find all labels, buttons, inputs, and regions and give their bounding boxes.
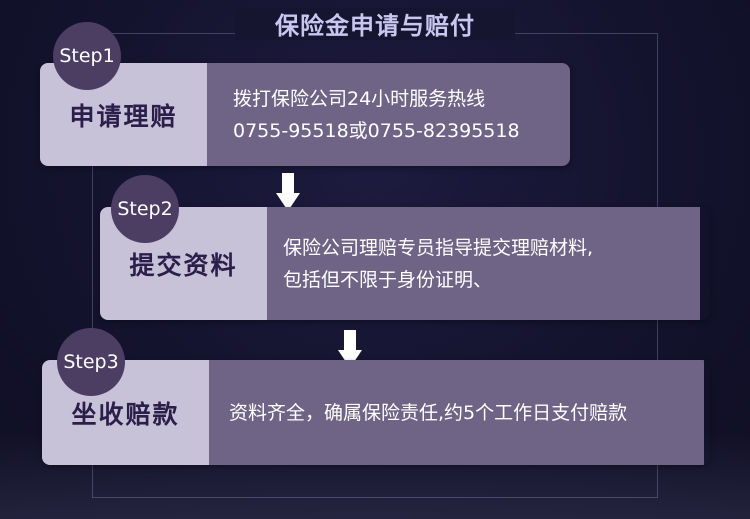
step-2-line-2: 包括但不限于身份证明、 <box>283 268 493 291</box>
page-title: 保险金申请与赔付 <box>275 12 475 40</box>
down-arrow-icon <box>338 330 362 372</box>
step-1-label: 申请理赔 <box>40 63 207 166</box>
step-3-label: 坐收赔款 <box>42 360 209 465</box>
step-1-line-1: 拨打保险公司24小时服务热线 <box>233 87 486 110</box>
step-1-content: 拨打保险公司24小时服务热线 0755-95518或0755-82395518 <box>207 63 570 166</box>
step-2-card: 提交资料 保险公司理赔专员指导提交理赔材料, 包括但不限于身份证明、 <box>100 207 710 320</box>
step-3-badge: Step3 <box>57 328 125 396</box>
step-2-badge: Step2 <box>111 175 179 243</box>
step-1-line-2: 0755-95518或0755-82395518 <box>233 119 520 142</box>
step-1-badge: Step1 <box>53 22 121 90</box>
title-backdrop <box>235 8 515 40</box>
step-1-card: 申请理赔 拨打保险公司24小时服务热线 0755-95518或0755-8239… <box>40 63 570 166</box>
step-2-label: 提交资料 <box>100 207 267 320</box>
step-2-content: 保险公司理赔专员指导提交理赔材料, 包括但不限于身份证明、 <box>267 207 700 320</box>
step-3-content: 资料齐全，确属保险责任,约5个工作日支付赔款 <box>209 360 704 465</box>
step-3-card: 坐收赔款 资料齐全，确属保险责任,约5个工作日支付赔款 <box>42 360 710 465</box>
step-2-line-1: 保险公司理赔专员指导提交理赔材料, <box>283 236 594 259</box>
step-3-line-1: 资料齐全，确属保险责任,约5个工作日支付赔款 <box>229 401 628 424</box>
down-arrow-icon <box>276 173 300 215</box>
